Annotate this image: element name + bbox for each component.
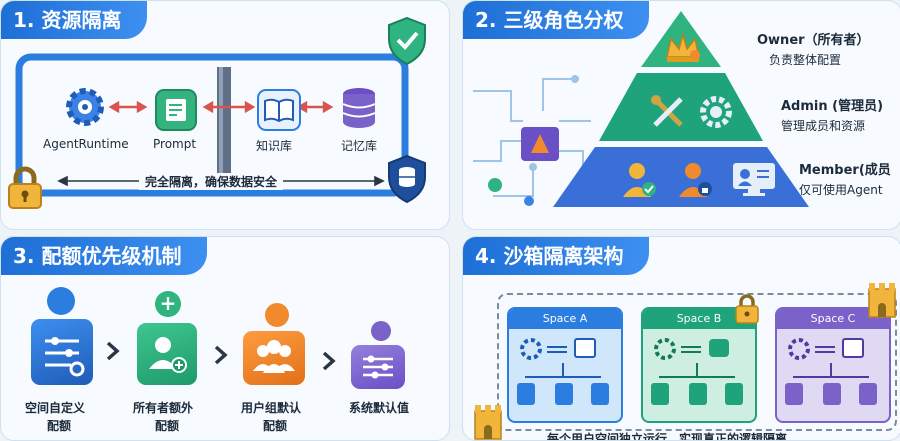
tier-owner	[641, 11, 721, 67]
role-hierarchy-panel: 2. 三级角色分权 Owner（所有者） 负责整体	[462, 0, 900, 230]
plus-icon: +	[155, 291, 181, 317]
tools-icon	[649, 93, 687, 131]
step-label: 系统默认值	[349, 401, 410, 415]
role-member-desc: 仅可使用Agent	[799, 183, 883, 197]
step-label: 配额	[263, 419, 288, 433]
database-icon	[337, 85, 381, 131]
isolation-banner: 完全隔离，确保数据安全	[139, 173, 284, 190]
item-label-prompt: Prompt	[153, 137, 197, 151]
role-admin-name: Admin (管理员)	[781, 99, 884, 114]
space-b-header: Space B	[643, 309, 755, 329]
indicator-dot	[371, 321, 391, 341]
lock-icon	[5, 165, 45, 211]
role-member-name: Member(成员	[799, 163, 891, 178]
role-owner-name: Owner（所有者）	[757, 33, 870, 48]
step-label: 配额	[47, 419, 72, 433]
user-add-tile-icon	[137, 323, 197, 385]
step-label: 所有者额外	[133, 401, 194, 415]
indicator-dot	[265, 303, 289, 327]
double-arrows	[108, 100, 334, 114]
chevron-right-icon	[213, 345, 229, 365]
tier-member	[553, 147, 809, 207]
panel-title: 4. 沙箱隔离架构	[463, 237, 650, 275]
castle-icon	[471, 401, 505, 440]
step-label: 用户组默认	[241, 401, 302, 415]
item-label-agentruntime: AgentRuntime	[43, 137, 129, 151]
indicator-dot	[47, 287, 75, 315]
user-check-icon	[621, 159, 657, 199]
book-icon	[257, 89, 301, 131]
role-admin-desc: 管理成员和资源	[781, 119, 866, 133]
step-label: 配额	[155, 419, 180, 433]
circuit-lines	[473, 78, 591, 197]
chevron-right-icon	[321, 351, 337, 371]
chevron-right-icon	[105, 341, 121, 361]
shield-database-icon	[385, 153, 429, 205]
tier-admin	[599, 73, 763, 141]
prompt-icon	[155, 89, 197, 131]
panel-title: 1. 资源隔离	[1, 1, 148, 39]
user-lock-icon	[677, 159, 713, 199]
sandbox-isolation-panel: 4. 沙箱隔离架构 Space A Space B Space C	[462, 236, 900, 441]
crown-icon	[663, 31, 703, 65]
lock-icon	[733, 293, 761, 325]
gear-icon	[63, 85, 107, 129]
resource-isolation-panel: 1. 资源隔离 AgentRuntim	[0, 0, 450, 230]
space-a-header: Space A	[509, 309, 621, 329]
gear-icon	[697, 93, 735, 131]
isolation-diagram	[15, 53, 409, 197]
panel-title: 2. 三级角色分权	[463, 1, 650, 39]
item-label-memory: 记忆库	[341, 139, 378, 153]
space-contents	[517, 338, 877, 405]
step-label: 空间自定义	[25, 401, 86, 415]
panel-title: 3. 配额优先级机制	[1, 237, 208, 275]
quota-priority-panel: 3. 配额优先级机制 + 空间自定义 配额 所有者额外 配额 用户组默认 配额 …	[0, 236, 450, 441]
monitor-user-icon	[731, 161, 777, 199]
sandbox-boundary	[497, 293, 897, 431]
pyramid-diagram	[473, 11, 809, 207]
settings-tile-icon	[31, 319, 93, 385]
sandbox-caption: 每个用户空间独立运行，实现真正的逻辑隔离	[547, 432, 788, 441]
role-owner-desc: 负责整体配置	[769, 53, 842, 67]
castle-icon	[865, 279, 899, 319]
shield-check-icon	[385, 15, 429, 67]
item-label-knowledge: 知识库	[256, 139, 293, 153]
system-settings-tile-icon	[351, 345, 405, 389]
space-c-header: Space C	[777, 309, 889, 329]
user-group-tile-icon	[243, 331, 305, 385]
